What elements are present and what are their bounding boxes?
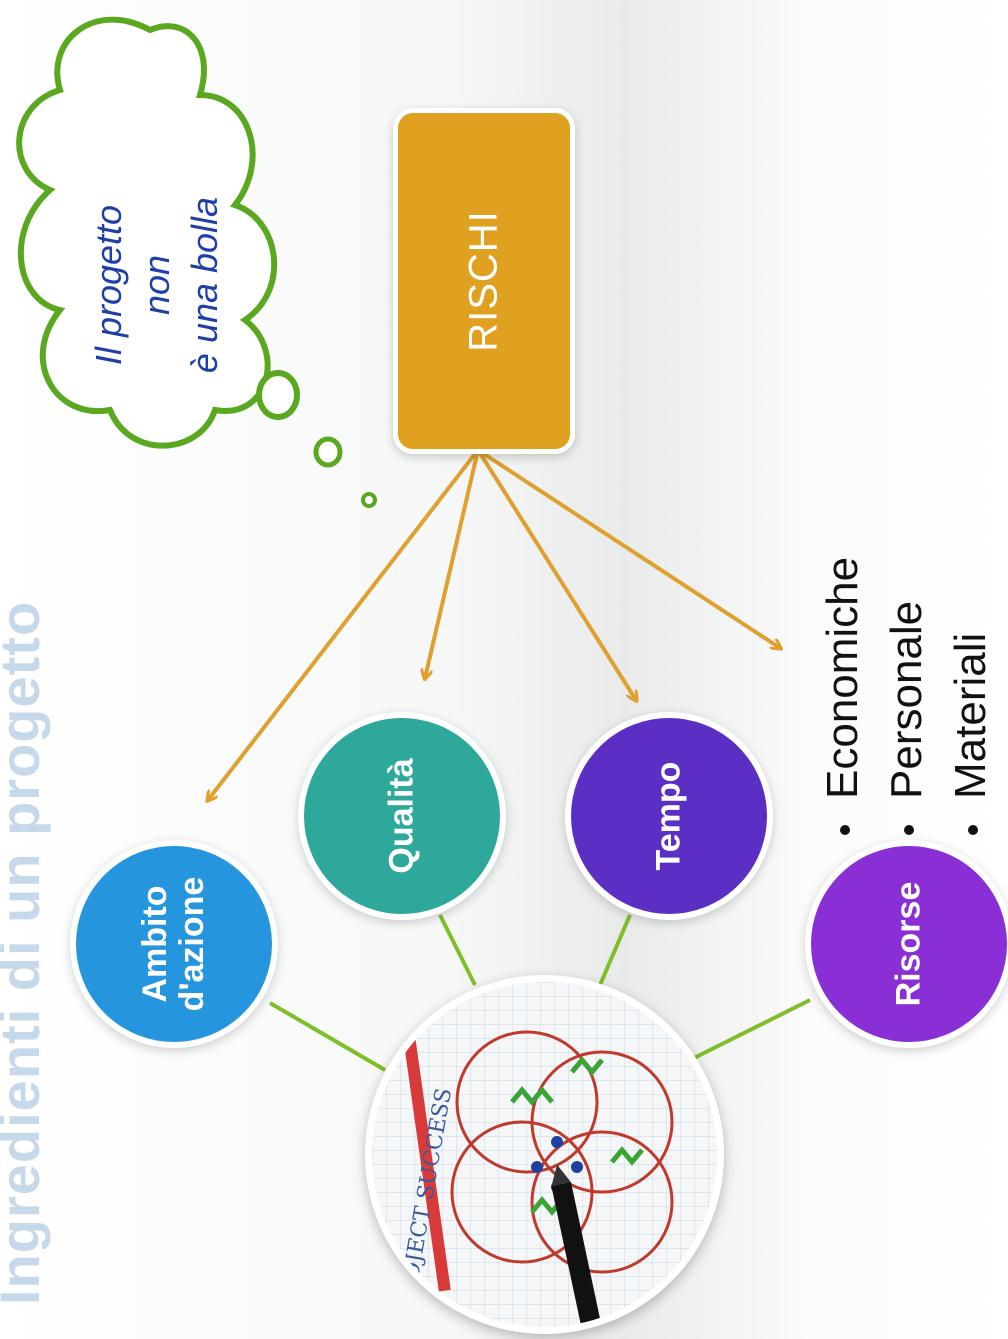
node-qualita-label: Qualità <box>382 758 421 874</box>
node-ambito-label: Ambito d'azione <box>136 876 211 1012</box>
project-success-image: PROJECT SUCCESS <box>365 975 724 1334</box>
bubble-medium <box>313 436 343 468</box>
connectors <box>268 914 811 1072</box>
resource-item: Materiali <box>946 633 996 835</box>
risk-arrows <box>208 448 780 800</box>
arrow-to-qualita <box>425 449 480 678</box>
risk-box: RISCHI <box>393 108 575 454</box>
node-tempo: Tempo <box>565 712 773 920</box>
resources-list: Economiche Personale Materiali <box>700 500 1000 840</box>
project-success-drawing: PROJECT SUCCESS <box>372 982 717 1327</box>
bullet-icon <box>968 825 979 835</box>
arrow-to-ambito <box>208 448 480 800</box>
node-tempo-label: Tempo <box>649 761 688 871</box>
risk-box-label: RISCHI <box>461 210 506 352</box>
bullet-icon <box>840 825 851 835</box>
node-ambito: Ambito d'azione <box>70 840 278 1048</box>
resource-item: Economiche <box>818 557 868 835</box>
node-risorse: Risorse <box>805 840 1008 1048</box>
arrow-to-resources <box>476 448 780 648</box>
thought-bubble-text: Il progetto non è una bolla <box>85 175 225 395</box>
thought-bubble-line1: Il progetto non <box>88 204 177 366</box>
connector-tempo <box>598 914 632 986</box>
thought-cloud <box>16 16 377 508</box>
resource-item: Personale <box>882 601 932 835</box>
bubble-large <box>256 370 300 420</box>
arrow-to-tempo <box>476 448 636 700</box>
bubble-small <box>361 492 377 508</box>
connector-qualita <box>438 914 477 986</box>
connector-risorse <box>689 998 811 1062</box>
node-risorse-label: Risorse <box>889 881 928 1007</box>
bullet-icon <box>904 825 915 835</box>
node-qualita: Qualità <box>298 712 506 920</box>
thought-bubble-line2: è una bolla <box>184 196 225 374</box>
connector-ambito <box>268 1001 387 1072</box>
